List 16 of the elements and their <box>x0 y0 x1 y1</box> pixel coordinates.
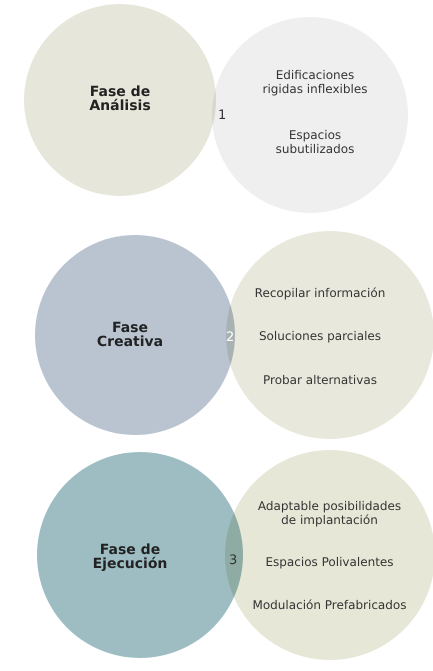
circle-text: Espacios subutilizados <box>274 128 356 156</box>
circle-text: Modulación Prefabricados <box>252 598 406 612</box>
step-number: 3 <box>229 553 238 568</box>
circle-text: Espacios Polivalentes <box>265 555 394 569</box>
circle <box>24 4 216 196</box>
phase-title: Fase de Análisis <box>88 85 152 113</box>
circle-text: Recopilar información <box>254 286 386 300</box>
phase-title: Fase de Ejecución <box>92 543 168 571</box>
phase-title: Fase Creativa <box>96 321 164 349</box>
circle-text: Adaptable posibilidades de implantación <box>256 498 402 526</box>
circle-text: Probar alternativas <box>263 372 377 386</box>
step-number: 2 <box>226 330 234 345</box>
circle <box>212 17 408 213</box>
circle-text: Soluciones parciales <box>258 329 382 343</box>
circle-text: Edificaciones rigidas inflexibles <box>262 68 368 96</box>
step-number: 1 <box>218 108 226 123</box>
